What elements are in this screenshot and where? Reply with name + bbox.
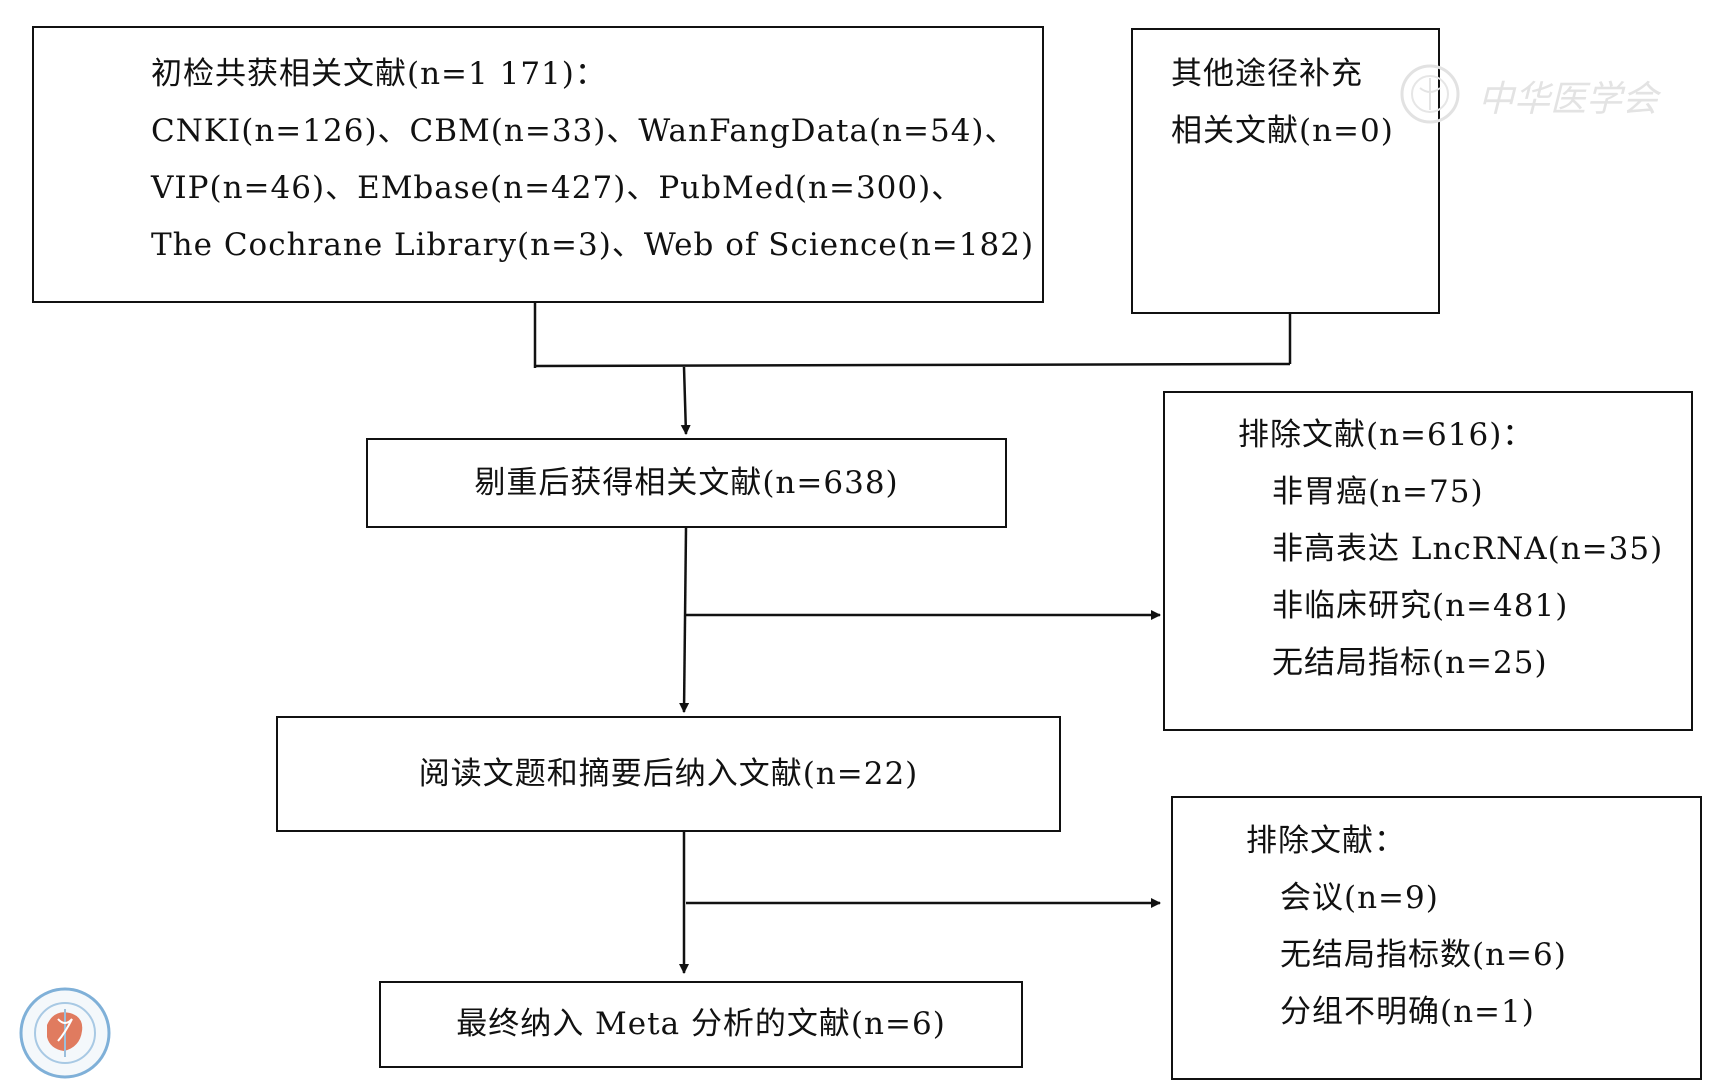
exclusion-item: 无结局指标数(n=6): [1280, 937, 1567, 973]
final-box: 最终纳入 Meta 分析的文献(n=6): [379, 981, 1023, 1068]
exclusion-box-2: 排除文献： 会议(n=9) 无结局指标数(n=6) 分组不明确(n=1): [1171, 796, 1702, 1080]
exclusion-item: 分组不明确(n=1): [1280, 994, 1535, 1030]
initial-search-line: 初检共获相关文献(n=1 171)：: [151, 56, 607, 92]
other-sources-line: 其他途径补充: [1171, 56, 1363, 92]
exclusion-item: 会议(n=9): [1280, 880, 1439, 916]
exclusion-item: 非胃癌(n=75): [1272, 474, 1484, 510]
initial-search-line: The Cochrane Library(n=3)、Web of Science…: [151, 227, 1035, 263]
dedup-text: 剔重后获得相关文献(n=638): [474, 464, 899, 501]
arrow-to-dedup: [680, 366, 691, 435]
dedup-box: 剔重后获得相关文献(n=638): [366, 438, 1007, 528]
watermark-seal-icon: [1400, 64, 1460, 124]
initial-search-box: 初检共获相关文献(n=1 171)： CNKI(n=126)、CBM(n=33)…: [32, 26, 1044, 303]
exclusion-item: 非高表达 LncRNA(n=35): [1272, 531, 1664, 567]
initial-search-line: VIP(n=46)、EMbase(n=427)、PubMed(n=300)、: [151, 170, 964, 206]
exclusion-title: 排除文献(n=616)：: [1238, 417, 1535, 453]
exclusion-item: 非临床研究(n=481): [1272, 588, 1569, 624]
screened-box: 阅读文题和摘要后纳入文献(n=22): [276, 716, 1061, 832]
association-seal-icon: [19, 987, 111, 1079]
exclusion-box-1: 排除文献(n=616)： 非胃癌(n=75) 非高表达 LncRNA(n=35)…: [1163, 391, 1693, 731]
other-sources-box: 其他途径补充 相关文献(n=0): [1131, 28, 1440, 314]
screened-text: 阅读文题和摘要后纳入文献(n=22): [418, 755, 919, 792]
other-sources-line: 相关文献(n=0): [1171, 113, 1394, 149]
exclusion-title: 排除文献：: [1246, 823, 1406, 859]
exclusion-item: 无结局指标(n=25): [1272, 645, 1548, 681]
initial-search-line: CNKI(n=126)、CBM(n=33)、WanFangData(n=54)、: [151, 113, 1017, 149]
final-text: 最终纳入 Meta 分析的文献(n=6): [456, 1006, 946, 1042]
arrow-to-screened: [679, 527, 690, 713]
watermark-text: 中华医学会: [1478, 79, 1659, 120]
merge-line-horizontal: [534, 362, 1291, 368]
